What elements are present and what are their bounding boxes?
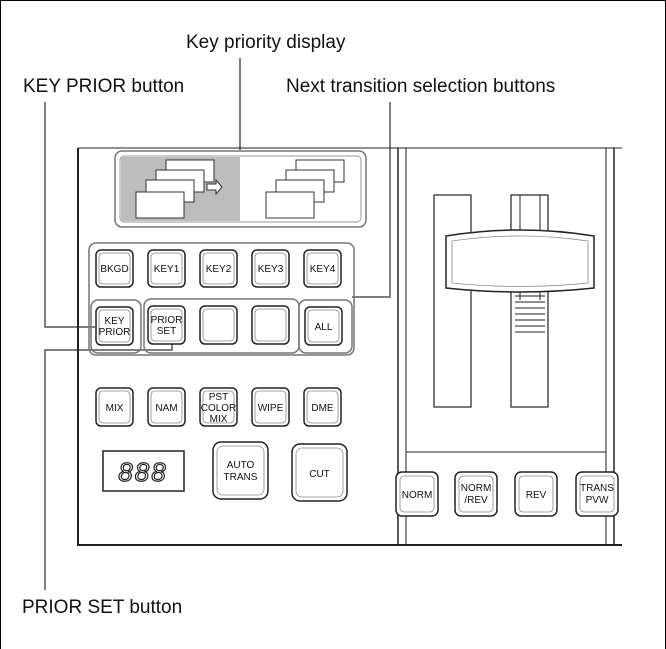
- seven-segment-display: 888: [102, 450, 185, 492]
- pst-color-mix-label-line1: PST: [209, 392, 228, 403]
- rev-button-label: REV: [526, 490, 547, 501]
- pst-color-mix-button[interactable]: PST COLOR MIX: [199, 387, 238, 427]
- mix-button[interactable]: MIX: [95, 387, 134, 427]
- fader-section: [397, 148, 615, 545]
- pst-color-mix-label-line3: MIX: [210, 414, 228, 425]
- key-prior-button[interactable]: KEY PRIOR: [95, 306, 134, 346]
- all-group-outline: [298, 299, 353, 354]
- all-button[interactable]: ALL: [304, 306, 343, 346]
- key4-button[interactable]: KEY4: [303, 249, 342, 288]
- cut-button[interactable]: CUT: [291, 443, 348, 502]
- prior-set-button[interactable]: PRIOR SET: [147, 305, 186, 345]
- leader-line-key-prior: [44, 102, 95, 328]
- mix-button-label: MIX: [106, 403, 124, 414]
- leader-line-prior-set: [44, 343, 173, 590]
- prior-set-label-line2: SET: [157, 326, 176, 337]
- prior-set-label-line1: PRIOR: [151, 315, 183, 326]
- norm-button[interactable]: NORM: [395, 471, 439, 517]
- button-row-1: BKGD KEY1 KEY2 KEY3 KEY4: [95, 249, 342, 288]
- bkgd-button-label: BKGD: [100, 264, 128, 275]
- arrow-right-icon: [206, 178, 223, 196]
- auto-trans-label-line2: TRANS: [224, 472, 258, 483]
- blank-button-2[interactable]: [251, 305, 290, 345]
- cut-button-label: CUT: [309, 469, 330, 480]
- nam-button-label: NAM: [155, 403, 177, 414]
- button-row-2: KEY PRIOR PRIOR SET ALL: [95, 299, 353, 354]
- next-transition-group-outline: [88, 242, 355, 356]
- key3-button[interactable]: KEY3: [251, 249, 290, 288]
- auto-trans-label-line1: AUTO: [227, 460, 255, 471]
- fader-track-left: [433, 194, 472, 408]
- norm-rev-button[interactable]: NORM /REV: [454, 471, 498, 517]
- panel-outline: [77, 148, 622, 546]
- leader-line-next-transition: [352, 102, 391, 298]
- key3-button-label: KEY3: [258, 264, 284, 275]
- key1-button-label: KEY1: [154, 264, 180, 275]
- auto-trans-button[interactable]: AUTO TRANS: [212, 441, 269, 500]
- nam-button[interactable]: NAM: [147, 387, 186, 427]
- dme-button-label: DME: [311, 403, 334, 414]
- dme-button[interactable]: DME: [303, 387, 342, 427]
- key-prior-group-outline: [90, 299, 142, 354]
- callout-next-transition-buttons: Next transition selection buttons: [286, 76, 556, 97]
- wipe-button[interactable]: WIPE: [251, 387, 290, 427]
- trans-pvw-button[interactable]: TRANS PVW: [575, 471, 619, 517]
- key-priority-display: [114, 150, 367, 228]
- pst-color-mix-label-line2: COLOR: [201, 403, 237, 414]
- blank-button-1[interactable]: [199, 305, 238, 345]
- fader-handle[interactable]: [445, 229, 595, 293]
- trans-pvw-label-line2: PVW: [586, 495, 609, 506]
- all-button-label: ALL: [315, 322, 333, 333]
- norm-rev-label-line1: NORM: [461, 483, 492, 494]
- fader-grip-lines: [515, 295, 545, 333]
- rev-button[interactable]: REV: [514, 471, 558, 517]
- key2-button[interactable]: KEY2: [199, 249, 238, 288]
- trans-pvw-label-line1: TRANS: [580, 483, 614, 494]
- seven-segment-digits: 888: [118, 457, 167, 487]
- callout-key-priority-display: Key priority display: [186, 32, 346, 53]
- fader-button-row: NORM NORM /REV REV TRANS PVW: [395, 471, 619, 517]
- callout-prior-set-button: PRIOR SET button: [22, 597, 183, 618]
- norm-button-label: NORM: [402, 490, 433, 501]
- key1-button[interactable]: KEY1: [147, 249, 186, 288]
- callout-key-prior-button: KEY PRIOR button: [23, 76, 185, 97]
- key2-button-label: KEY2: [206, 264, 232, 275]
- bkgd-button[interactable]: BKGD: [95, 249, 134, 288]
- wipe-button-label: WIPE: [258, 403, 284, 414]
- key-prior-label-line2: PRIOR: [99, 327, 131, 338]
- norm-rev-label-line2: /REV: [464, 495, 488, 506]
- key4-button-label: KEY4: [310, 264, 336, 275]
- button-row-3: MIX NAM PST COLOR MIX WIPE DME: [95, 387, 342, 427]
- fader-track-right: [510, 194, 549, 408]
- key-prior-label-line1: KEY: [104, 316, 124, 327]
